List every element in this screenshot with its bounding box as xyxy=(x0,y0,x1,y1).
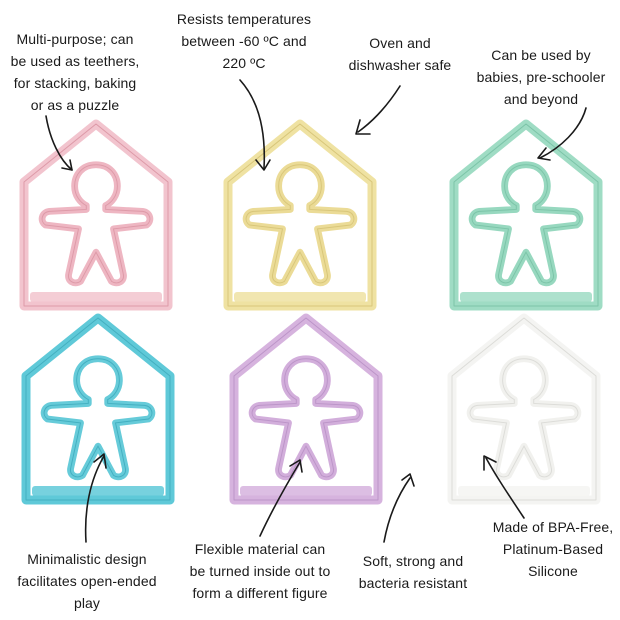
caption-oven: Oven and dishwasher safe xyxy=(348,35,452,73)
arrow-icon xyxy=(45,115,73,171)
house-toy-white xyxy=(447,313,601,505)
house-toy-turquoise xyxy=(21,313,175,505)
house-toy-pink xyxy=(19,119,173,311)
caption-multi-purpose: Multi-purpose; can be used as teethers, … xyxy=(10,31,140,113)
arrow-icon xyxy=(355,85,401,135)
house-toy-mint xyxy=(449,119,603,311)
caption-soft: Soft, strong and bacteria resistant xyxy=(358,553,468,591)
caption-minimalistic: Minimalistic design facilitates open-end… xyxy=(17,551,157,611)
caption-flexible: Flexible material can be turned inside o… xyxy=(189,541,331,601)
caption-ages: Can be used by babies, pre-schooler and … xyxy=(476,47,606,107)
arrow-icon xyxy=(383,473,415,543)
figure-toy xyxy=(472,165,580,283)
house-toy-lilac xyxy=(229,313,383,505)
house-toy-yellow xyxy=(223,119,377,311)
arrow-icon xyxy=(259,459,303,537)
figure-toy xyxy=(246,165,354,283)
arrow-icon xyxy=(84,453,107,543)
arrow-icon xyxy=(483,455,525,519)
caption-temperatures: Resists temperatures between -60 ºC and … xyxy=(176,11,312,71)
arrow-icon xyxy=(239,79,271,171)
arrow-icon xyxy=(537,107,587,161)
caption-bpa: Made of BPA-Free, Platinum-Based Silicon… xyxy=(492,519,614,579)
figure-toy xyxy=(42,165,150,283)
figure-toy xyxy=(252,359,360,477)
